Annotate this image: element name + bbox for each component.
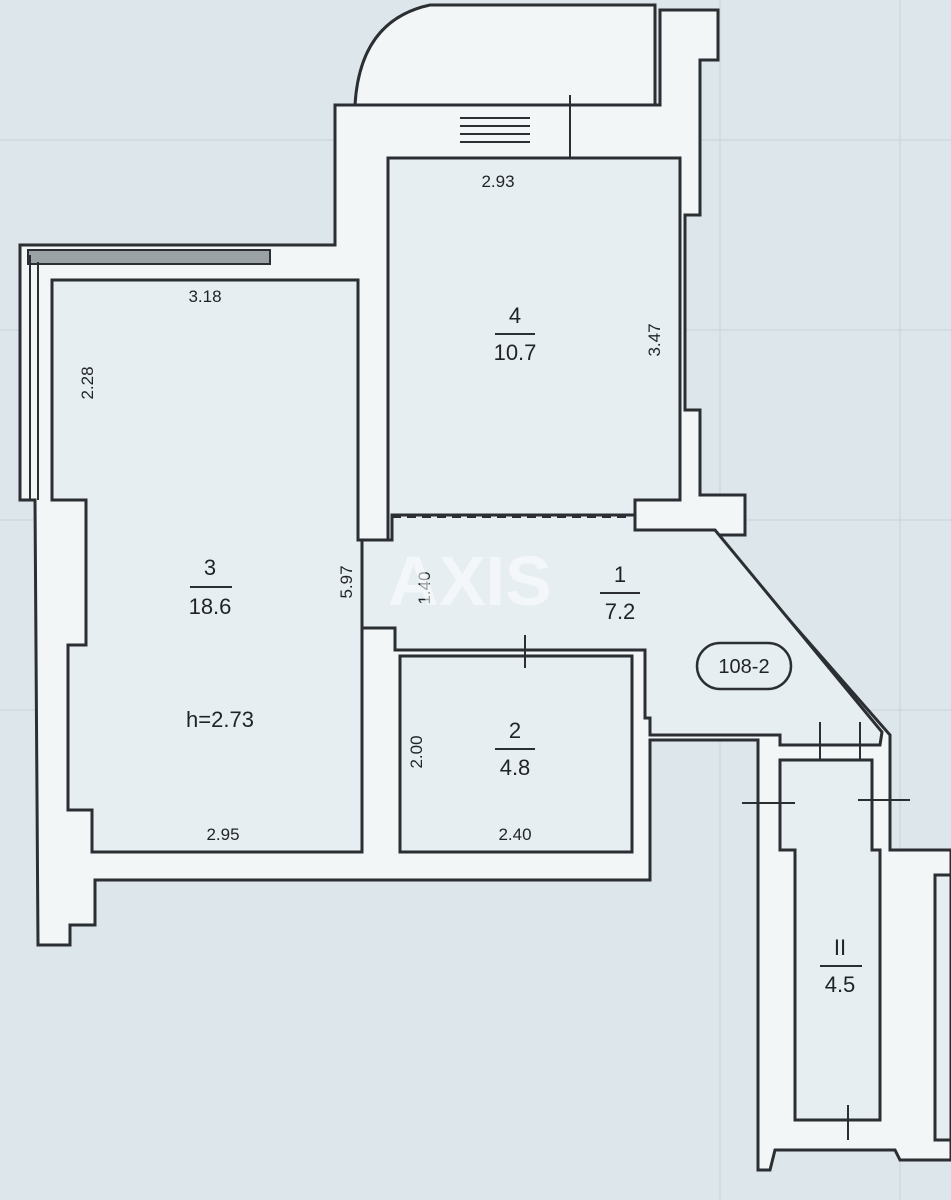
room-2 <box>398 654 634 854</box>
dim-corridor-height: 1.40 <box>415 571 434 604</box>
dim-room4-top: 2.93 <box>481 172 514 191</box>
room-4-number: 4 <box>509 303 521 328</box>
dim-room4-right: 3.47 <box>645 323 664 356</box>
room-2-number: 2 <box>509 718 521 743</box>
dim-room3-top: 3.18 <box>188 287 221 306</box>
room-II <box>778 758 882 1122</box>
room-3-height: h=2.73 <box>186 707 254 732</box>
room-II-number: II <box>834 935 846 960</box>
room-1-number: 1 <box>614 562 626 587</box>
dim-room3-bottom: 2.95 <box>206 825 239 844</box>
balcony <box>353 3 657 107</box>
watermark: AXIS <box>388 542 551 620</box>
door-marks-room-II <box>742 722 910 1140</box>
room-3-number: 3 <box>204 555 216 580</box>
dim-room3-right: 5.97 <box>337 565 356 598</box>
room-3-area: 18.6 <box>189 594 232 619</box>
room-2-area: 4.8 <box>500 755 531 780</box>
apartment-label: 108-2 <box>718 656 769 678</box>
dim-room3-left: 2.28 <box>78 366 97 399</box>
dim-room2-bottom: 2.40 <box>498 825 531 844</box>
room-II-right-wall <box>933 873 951 1142</box>
room-4-area: 10.7 <box>494 340 537 365</box>
room-1-area: 7.2 <box>605 599 636 624</box>
window-room-3 <box>27 249 271 265</box>
dim-room2-left: 2.00 <box>407 735 426 768</box>
entrance-steps <box>460 95 571 165</box>
room-II-area: 4.5 <box>825 972 856 997</box>
apartment-label-badge <box>695 641 793 691</box>
